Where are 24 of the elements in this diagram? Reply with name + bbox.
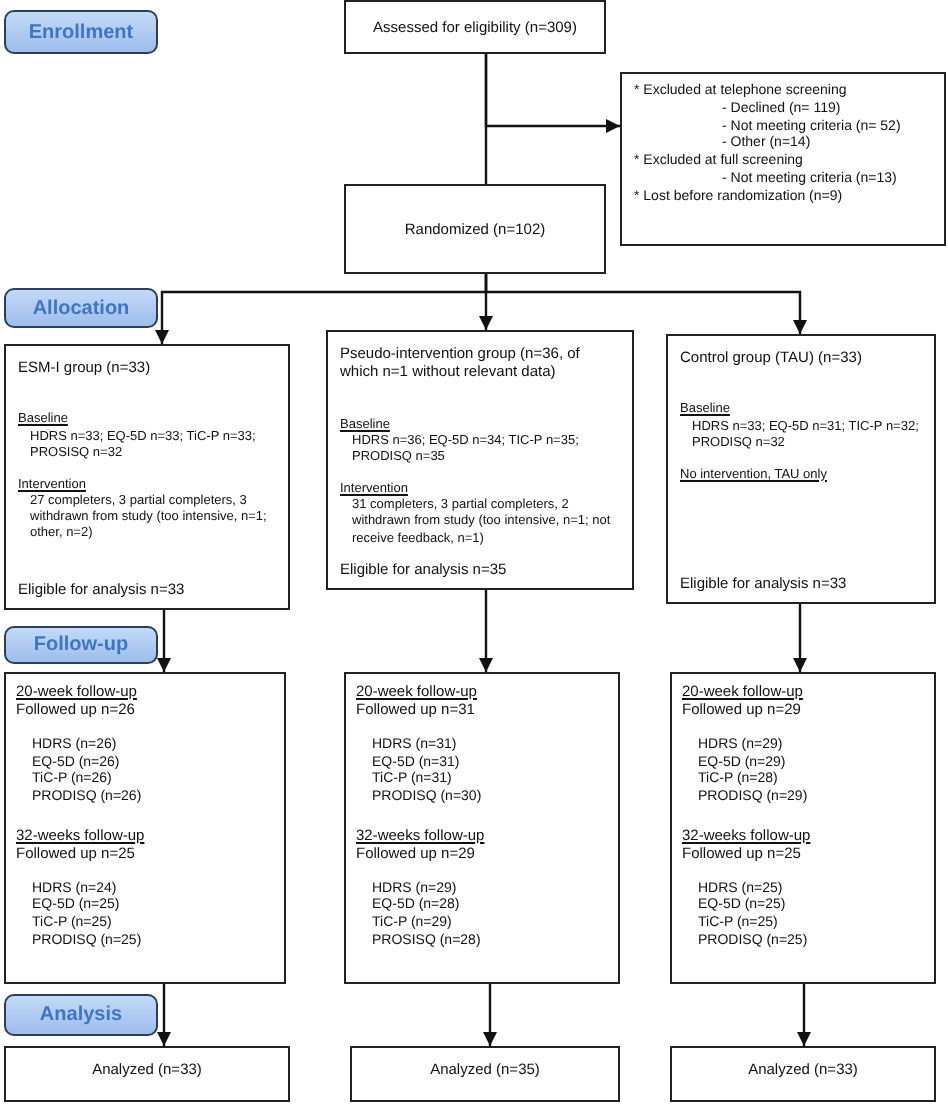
arrow [796,984,812,1046]
stage-band: Allocation [4,288,158,328]
arrow [482,984,498,1046]
process-box [666,334,936,604]
process-box [4,672,286,984]
process-box [4,1046,290,1102]
arrow [156,984,172,1046]
process-box [344,0,606,54]
stage-band: Enrollment [4,10,158,54]
process-box [670,672,936,984]
arrow [484,274,808,334]
process-box [350,1046,620,1102]
process-box [620,72,946,246]
process-box [4,344,290,610]
process-box [344,672,620,984]
arrow [156,610,172,672]
stage-band: Analysis [4,994,158,1036]
process-box [326,330,634,590]
stage-band: Follow-up [4,626,158,664]
process-box [670,1046,936,1102]
arrow [792,604,808,672]
arrow [478,590,494,672]
process-box [344,184,606,274]
arrow [484,54,620,134]
